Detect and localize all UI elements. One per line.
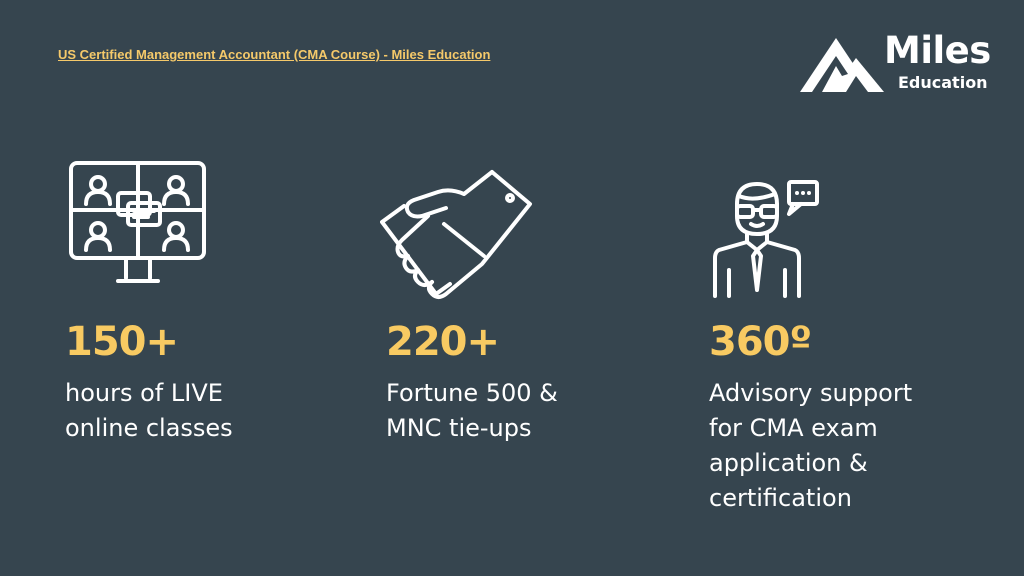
video-conference-icon	[69, 161, 206, 283]
stat-number: 220+	[386, 319, 500, 365]
advisor-icon	[713, 180, 819, 298]
mountain-logo-icon	[800, 38, 884, 92]
stat-live-classes: 150+ hours of LIVE online classes	[65, 150, 345, 442]
stat-description: hours of LIVE online classes	[65, 379, 233, 442]
miles-education-logo: Miles Education	[798, 29, 998, 94]
logo-name: Miles	[884, 29, 991, 72]
stat-description: Advisory support for CMA exam applicatio…	[709, 379, 913, 512]
stat-number: 360º	[709, 319, 812, 365]
course-link[interactable]: US Certified Management Accountant (CMA …	[58, 47, 491, 62]
stat-tie-ups: 220+ Fortune 500 & MNC tie-ups	[380, 150, 666, 442]
stat-number: 150+	[65, 319, 179, 365]
handshake-icon	[380, 170, 532, 299]
logo-subtitle: Education	[898, 73, 988, 92]
stat-description: Fortune 500 & MNC tie-ups	[386, 379, 558, 442]
stat-advisory: 360º Advisory support for CMA exam appli…	[709, 150, 989, 512]
